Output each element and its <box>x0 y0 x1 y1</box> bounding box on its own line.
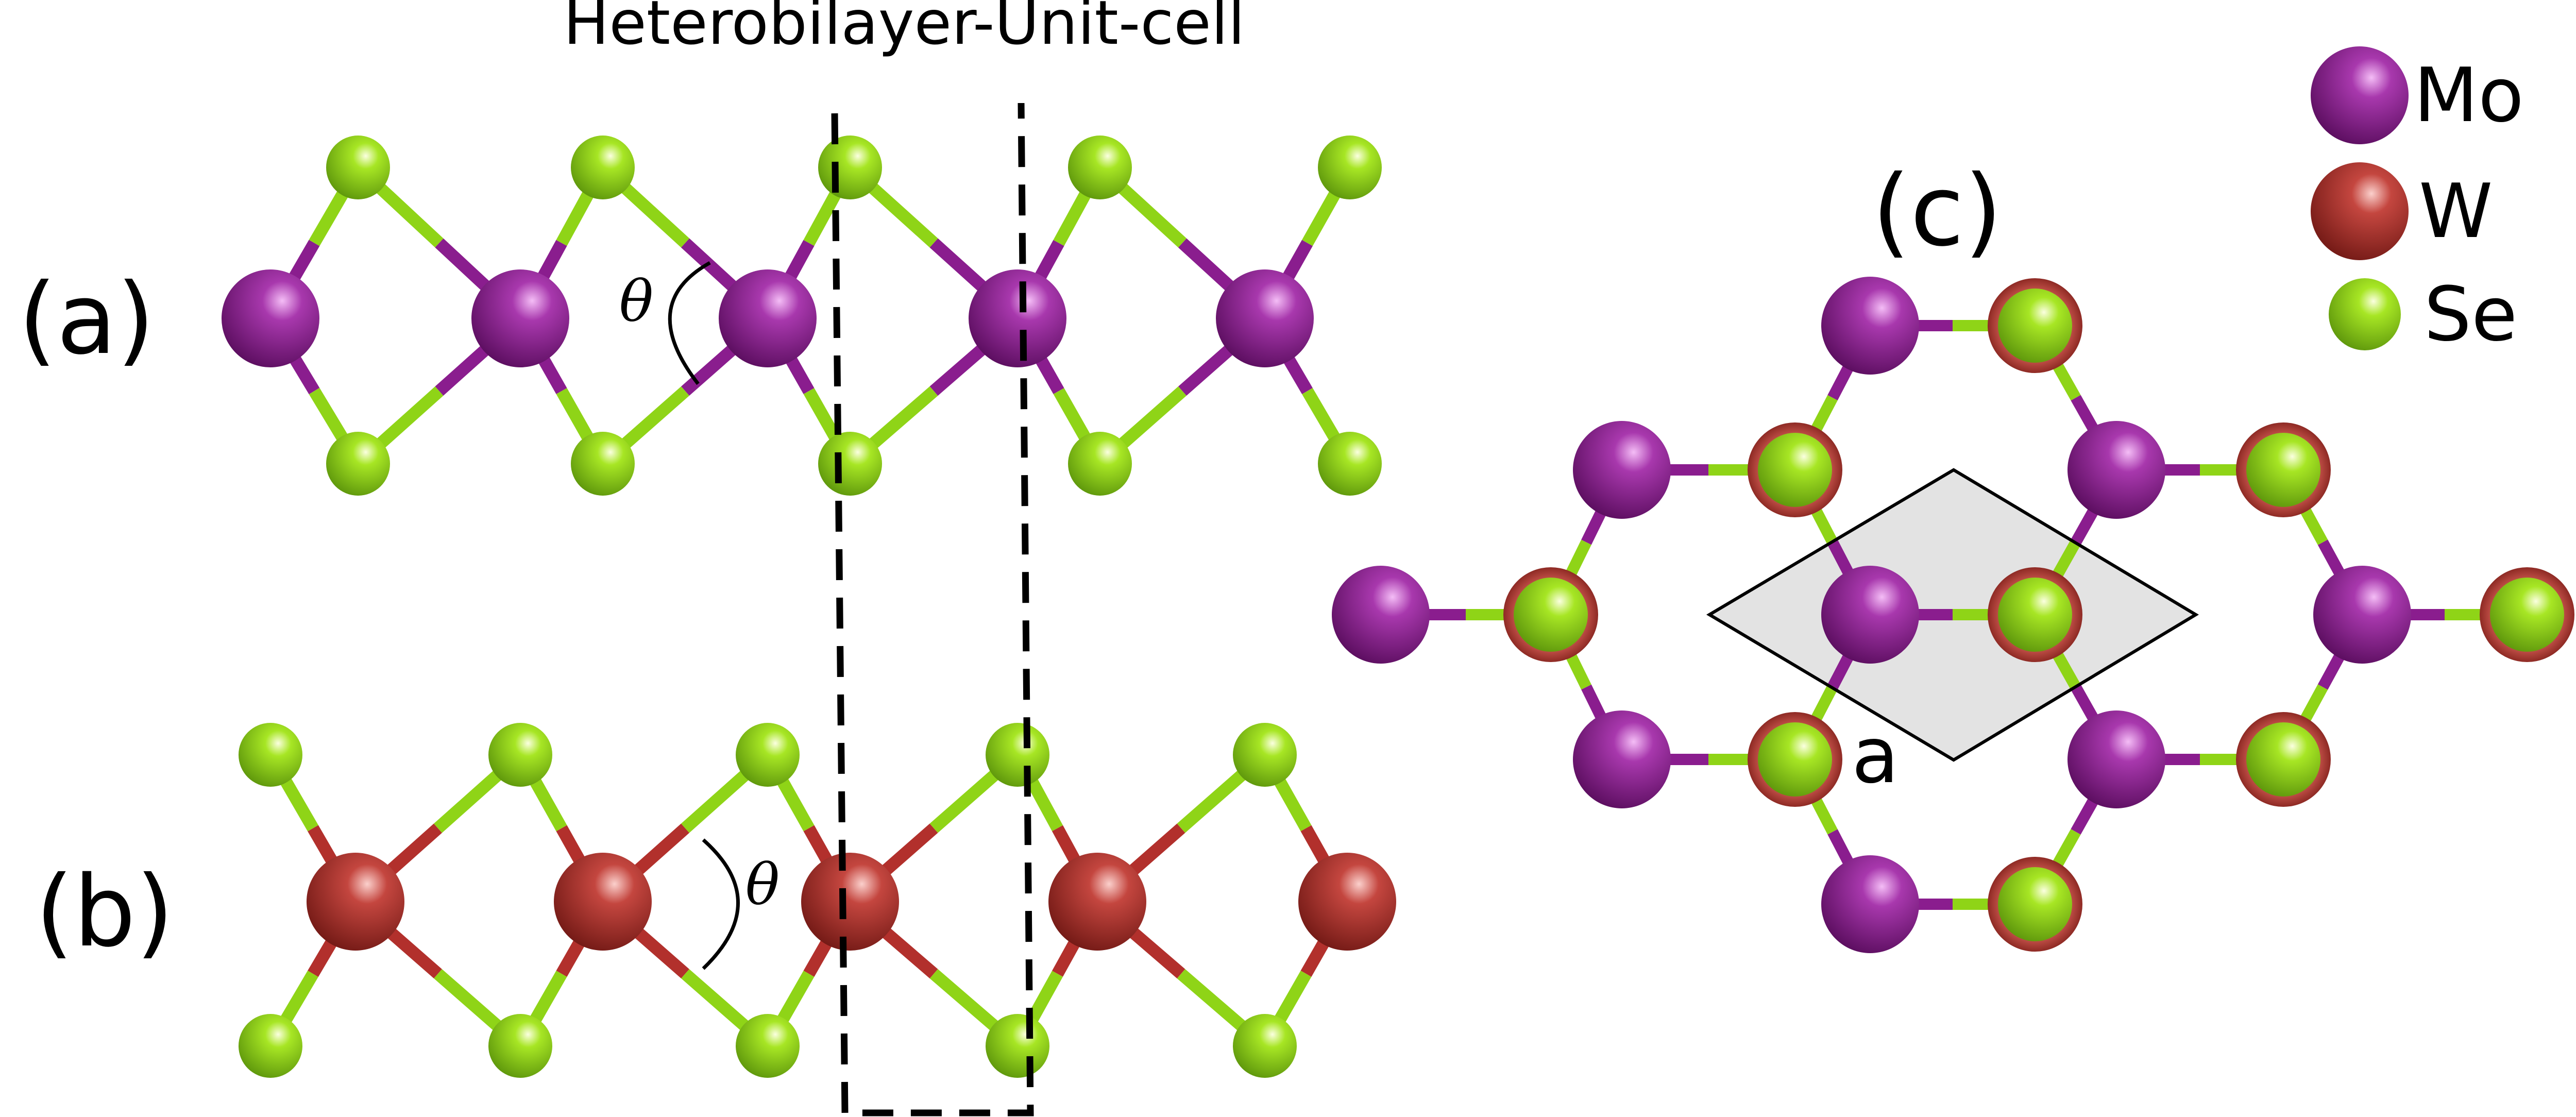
panel-b-wse2-side-view <box>239 723 1396 1078</box>
mo-atom <box>471 269 569 367</box>
legend-mo-swatch <box>2311 46 2409 144</box>
se-atom <box>986 1014 1049 1078</box>
panel-a-mose2-side-view <box>222 136 1382 496</box>
mo-atom <box>1216 269 1314 367</box>
heterobilayer-unit-cell-box <box>831 103 1034 1116</box>
se-atom <box>818 432 882 496</box>
legend-w-label: W <box>2419 168 2493 255</box>
se-atom <box>736 1014 800 1078</box>
w-atom <box>1298 853 1396 951</box>
mo-atom <box>719 269 817 367</box>
se-atom <box>818 136 882 199</box>
panel-c-top-view <box>1332 277 2574 953</box>
se-atom <box>1318 432 1382 496</box>
w-atom <box>1048 853 1146 951</box>
se-atom <box>1514 578 1588 652</box>
legend-mo-label: Mo <box>2414 52 2524 139</box>
se-atom <box>1998 578 2072 652</box>
w-atom <box>554 853 652 951</box>
w-atom <box>307 853 404 951</box>
panel-label-b: (b) <box>36 855 174 969</box>
w-atom <box>801 853 899 951</box>
angle-arc-b <box>702 838 740 970</box>
se-atom <box>1998 867 2072 941</box>
legend-se-label: Se <box>2424 271 2517 358</box>
se-atom <box>239 723 302 787</box>
se-atom <box>239 1014 302 1078</box>
legend: Mo W Se <box>2311 46 2524 358</box>
se-atom <box>1068 432 1132 496</box>
mo-atom <box>2313 566 2411 664</box>
angle-arc-a <box>668 261 711 385</box>
se-atom <box>1758 722 1832 797</box>
se-atom <box>488 1014 552 1078</box>
legend-se-swatch <box>2329 278 2401 350</box>
se-atom <box>1998 289 2072 363</box>
se-atom <box>1233 1014 1297 1078</box>
mo-atom <box>1821 855 1919 953</box>
panel-label-a: (a) <box>19 262 155 376</box>
mo-atom <box>1821 277 1919 375</box>
figure-title: Heterobilayer-Unit-cell <box>564 0 1245 58</box>
se-atom <box>2490 578 2564 652</box>
legend-w-swatch <box>2311 162 2409 260</box>
angle-label-a: θ <box>619 268 653 334</box>
mo-atom <box>1573 421 1671 519</box>
se-atom <box>1233 723 1297 787</box>
lattice-constant-label: a <box>1852 711 1899 801</box>
se-atom <box>1758 433 1832 507</box>
se-atom <box>736 723 800 787</box>
se-atom <box>488 723 552 787</box>
se-atom <box>326 136 390 199</box>
se-atom <box>2246 433 2320 507</box>
se-atom <box>326 432 390 496</box>
se-atom <box>571 432 635 496</box>
se-atom <box>2246 722 2320 797</box>
se-atom <box>571 136 635 199</box>
unit-cell-outline <box>1706 468 2199 762</box>
angle-label-b: θ <box>745 852 779 918</box>
se-atom <box>1068 136 1132 199</box>
mo-atom <box>1821 566 1919 664</box>
panel-label-c: (c) <box>1872 154 2003 268</box>
mo-atom <box>1573 710 1671 808</box>
mo-atom <box>1332 566 1430 664</box>
mo-atom <box>969 269 1066 367</box>
se-atom <box>986 723 1049 787</box>
se-atom <box>1318 136 1382 199</box>
mo-atom <box>2067 421 2165 519</box>
mo-atom <box>222 269 319 367</box>
mo-atom <box>2067 710 2165 808</box>
